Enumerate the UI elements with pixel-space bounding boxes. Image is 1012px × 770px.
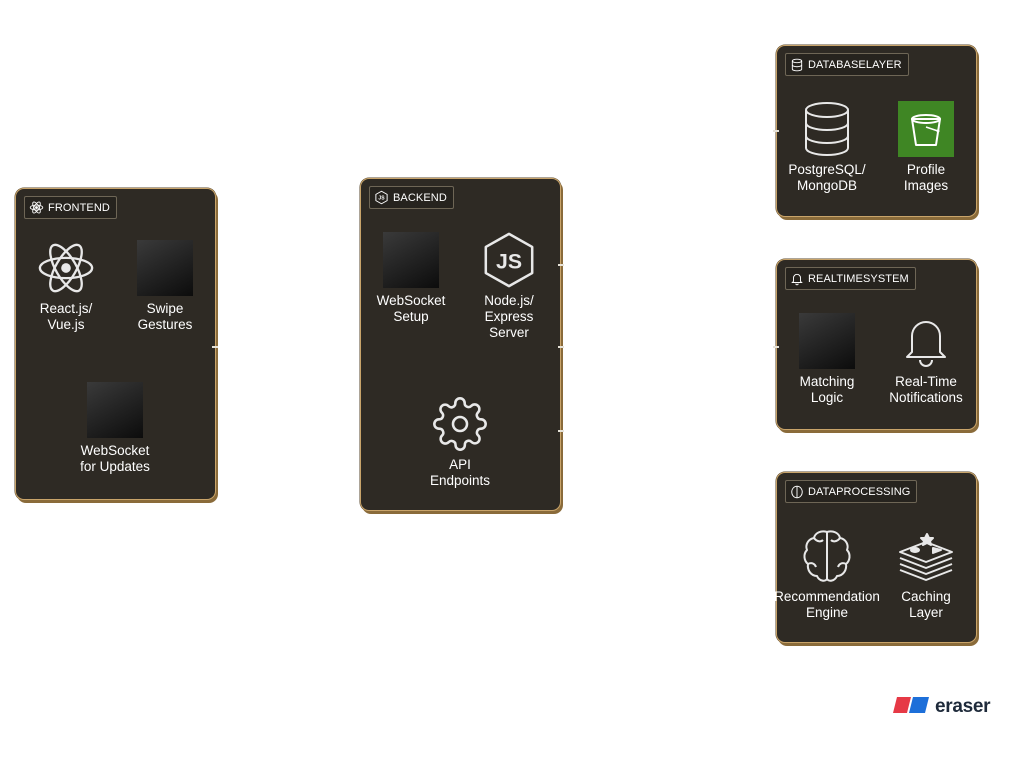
- brain-icon: [798, 527, 856, 585]
- nodejs-icon: JS: [374, 190, 389, 205]
- postgres-node[interactable]: PostgreSQL/ MongoDB: [767, 100, 887, 194]
- notifications-node[interactable]: Real-Time Notifications: [866, 312, 986, 406]
- blank-icon: [798, 312, 856, 370]
- recommendation-label: Recommendation Engine: [774, 589, 880, 620]
- gear-icon: [431, 395, 489, 453]
- backend-tag: JS BACKEND: [369, 186, 454, 209]
- bell-icon: [897, 312, 955, 370]
- frontend-tag: FRONTEND: [24, 196, 117, 219]
- processing-title: DATAPROCESSING: [808, 485, 911, 498]
- database-group[interactable]: DATABASELAYER PostgreSQL/ MongoDB Profil…: [776, 45, 977, 217]
- api-node[interactable]: API Endpoints: [400, 395, 520, 489]
- nodejs-icon: JS: [480, 231, 538, 289]
- brain-icon: [790, 485, 804, 499]
- blank-icon: [382, 231, 440, 289]
- eraser-wordmark: eraser: [935, 696, 991, 717]
- react-icon: [29, 200, 44, 215]
- connector-stub: [558, 264, 564, 266]
- profile-images-node[interactable]: Profile Images: [866, 100, 986, 194]
- processing-group[interactable]: DATAPROCESSING Recommendation Engine Cac…: [774, 472, 977, 643]
- react-icon: [37, 239, 95, 297]
- database-title: DATABASELAYER: [808, 58, 902, 71]
- react-node[interactable]: React.js/ Vue.js: [6, 239, 126, 333]
- svg-text:JS: JS: [378, 196, 385, 202]
- eraser-brand[interactable]: eraser: [893, 696, 991, 718]
- frontend-title: FRONTEND: [48, 201, 110, 214]
- processing-tag: DATAPROCESSING: [785, 480, 918, 503]
- database-icon: [790, 58, 804, 72]
- websocket-setup-node[interactable]: WebSocket Setup: [351, 231, 471, 325]
- redis-layers-icon: [897, 527, 955, 585]
- backend-group[interactable]: JS BACKEND WebSocket Setup JS Node.js/ E…: [360, 178, 561, 511]
- s3-bucket-icon: [897, 100, 955, 158]
- svg-text:JS: JS: [496, 250, 522, 274]
- backend-title: BACKEND: [393, 191, 447, 204]
- caching-node[interactable]: Caching Layer: [866, 527, 986, 621]
- websocket-setup-label: WebSocket Setup: [376, 293, 446, 324]
- caching-label: Caching Layer: [901, 589, 951, 620]
- blank-icon: [86, 381, 144, 439]
- swipe-label: Swipe Gestures: [137, 301, 193, 332]
- swipe-node[interactable]: Swipe Gestures: [105, 239, 225, 333]
- matching-node[interactable]: Matching Logic: [767, 312, 887, 406]
- database-icon: [798, 100, 856, 158]
- nodejs-label: Node.js/ Express Server: [484, 293, 534, 340]
- connector-stub: [773, 130, 779, 132]
- notifications-label: Real-Time Notifications: [889, 374, 963, 405]
- nodejs-node[interactable]: JS Node.js/ Express Server: [449, 231, 569, 341]
- realtime-group[interactable]: REALTIMESYSTEM Matching Logic Real-Time …: [776, 259, 977, 430]
- recommendation-node[interactable]: Recommendation Engine: [767, 527, 887, 621]
- connector-stub: [773, 346, 779, 348]
- blank-icon: [136, 239, 194, 297]
- bell-icon: [790, 272, 804, 286]
- connector-stub: [558, 346, 564, 348]
- connector-stub: [558, 430, 564, 432]
- websocket-updates-node[interactable]: WebSocket for Updates: [55, 381, 175, 475]
- profile-images-label: Profile Images: [903, 162, 949, 193]
- frontend-group[interactable]: FRONTEND React.js/ Vue.js Swipe Gestures…: [15, 188, 216, 500]
- connector-stub: [212, 346, 218, 348]
- eraser-logo-icon: [893, 696, 929, 718]
- postgres-label: PostgreSQL/ MongoDB: [788, 162, 866, 193]
- realtime-tag: REALTIMESYSTEM: [785, 267, 916, 290]
- api-label: API Endpoints: [429, 457, 491, 488]
- websocket-updates-label: WebSocket for Updates: [80, 443, 150, 474]
- realtime-title: REALTIMESYSTEM: [808, 272, 909, 285]
- react-label: React.js/ Vue.js: [39, 301, 93, 332]
- database-tag: DATABASELAYER: [785, 53, 909, 76]
- matching-label: Matching Logic: [799, 374, 855, 405]
